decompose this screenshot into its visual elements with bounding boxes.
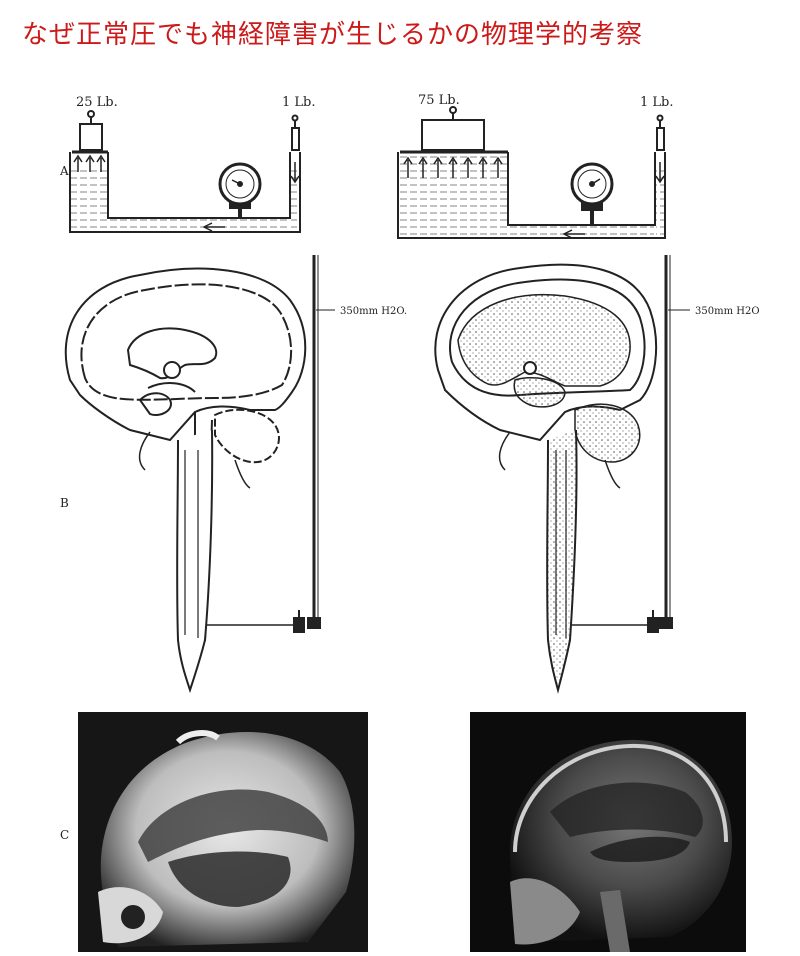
manometer-label-left: 350mm H2O. [340, 306, 407, 317]
panel-label-c: C [60, 828, 70, 842]
vessel-left [69, 110, 301, 233]
weight-label-large-right: 75 Lb. [418, 93, 460, 108]
xray-image-left [78, 712, 368, 952]
brain-left [64, 255, 335, 694]
manometer-label-right: 350mm H2O [695, 306, 760, 317]
panel-label-b: B [60, 496, 69, 510]
panel-label-a: A [60, 164, 69, 178]
xray-image-right [470, 712, 746, 952]
weight-label-small-left: 1 Lb. [282, 95, 316, 110]
brain-right [434, 255, 690, 694]
page-title: なぜ正常圧でも神経障害が生じるかの物理学的考察 [22, 20, 644, 50]
vessel-right [397, 106, 666, 239]
weight-label-small-right: 1 Lb. [640, 95, 674, 110]
weight-label-large-left: 25 Lb. [76, 95, 118, 110]
